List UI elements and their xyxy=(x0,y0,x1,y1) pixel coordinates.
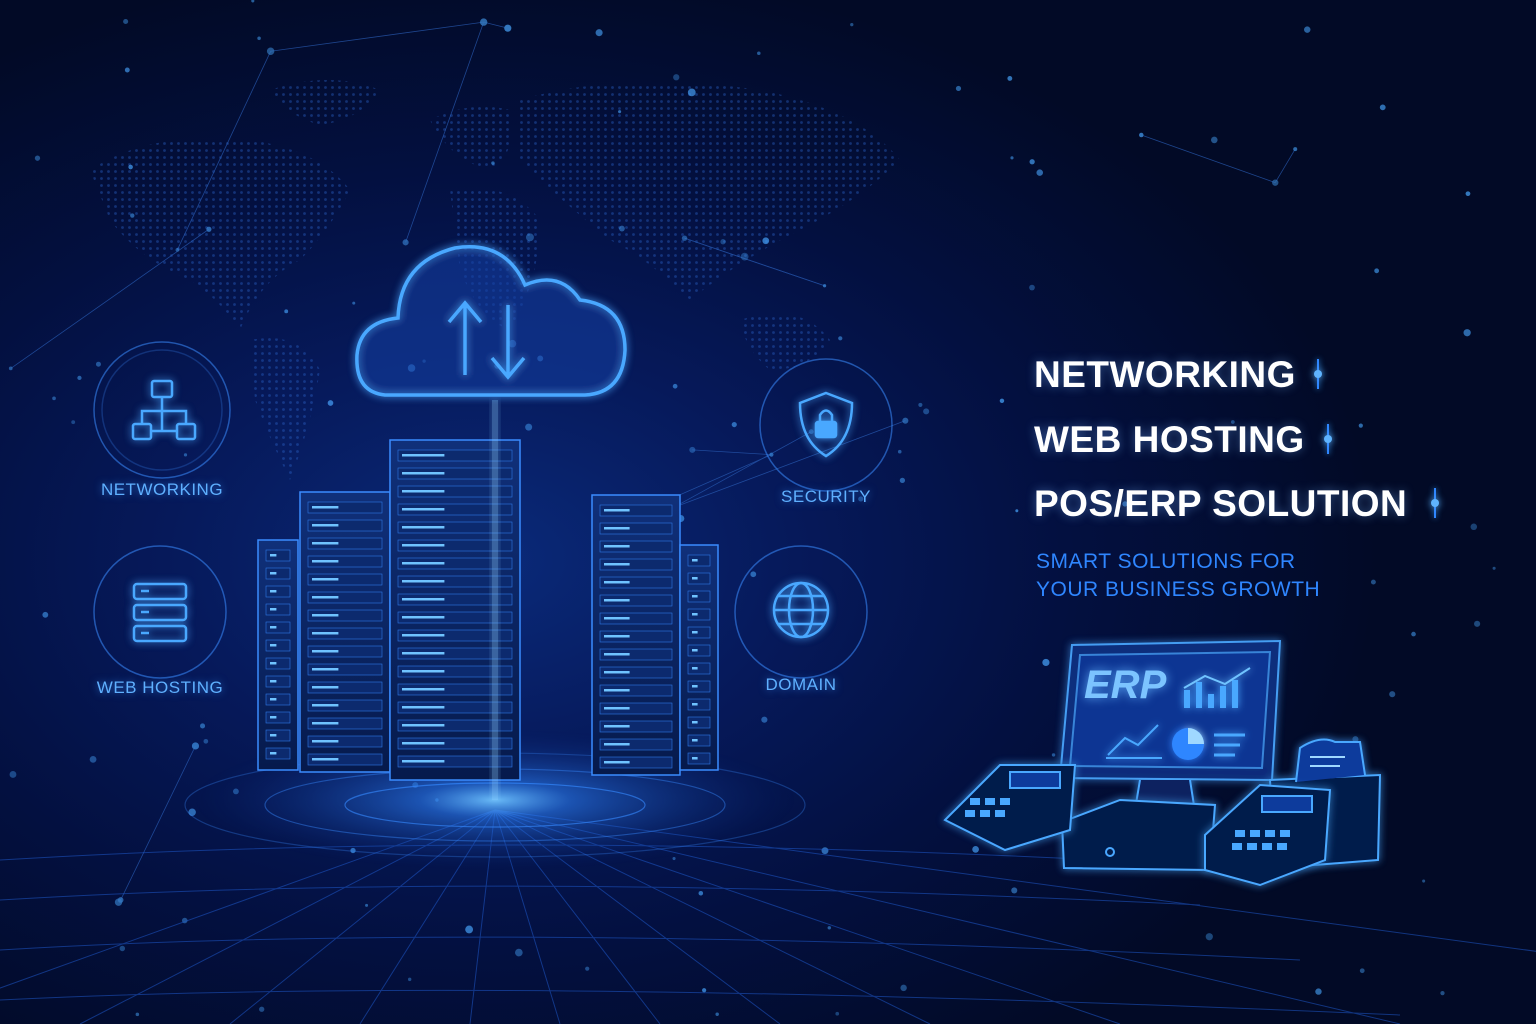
security-label: SECURITY xyxy=(781,487,871,506)
pie-chart-icon xyxy=(1172,728,1245,760)
headline-networking: NETWORKING xyxy=(1034,354,1296,395)
chart-bars-icon xyxy=(1183,667,1251,708)
erp-screen-label: ERP xyxy=(1084,663,1167,707)
headline-divider-dot xyxy=(1314,370,1322,378)
cash-drawer-icon xyxy=(1060,798,1217,872)
cloud-sync-icon xyxy=(355,245,627,397)
security-badge xyxy=(759,358,893,492)
networking-badge xyxy=(93,341,231,479)
network-icon xyxy=(131,379,197,441)
line-chart-icon xyxy=(1106,724,1162,759)
headline-divider-dot xyxy=(1324,435,1332,443)
globe-icon xyxy=(772,581,830,639)
headline-divider-dot xyxy=(1431,499,1439,507)
web-hosting-label: WEB HOSTING xyxy=(96,678,224,697)
web-hosting-badge xyxy=(93,545,227,679)
domain-badge xyxy=(734,545,868,679)
server-icon xyxy=(132,582,188,643)
card-reader-icon xyxy=(943,764,1077,852)
tagline-line-1: SMART SOLUTIONS FOR xyxy=(1036,550,1296,573)
pos-terminal-icon xyxy=(1204,783,1332,887)
light-beam xyxy=(492,400,498,800)
domain-label: DOMAIN xyxy=(765,675,837,694)
shield-lock-icon xyxy=(798,391,854,458)
headline-web-hosting: WEB HOSTING xyxy=(1034,419,1305,460)
networking-label: NETWORKING xyxy=(100,480,224,499)
tagline-line-2: YOUR BUSINESS GROWTH xyxy=(1036,578,1321,601)
headline-pos-erp: POS/ERP SOLUTION xyxy=(1034,483,1408,524)
server-rack-icon xyxy=(257,439,719,781)
network-constellation xyxy=(8,0,1496,1017)
